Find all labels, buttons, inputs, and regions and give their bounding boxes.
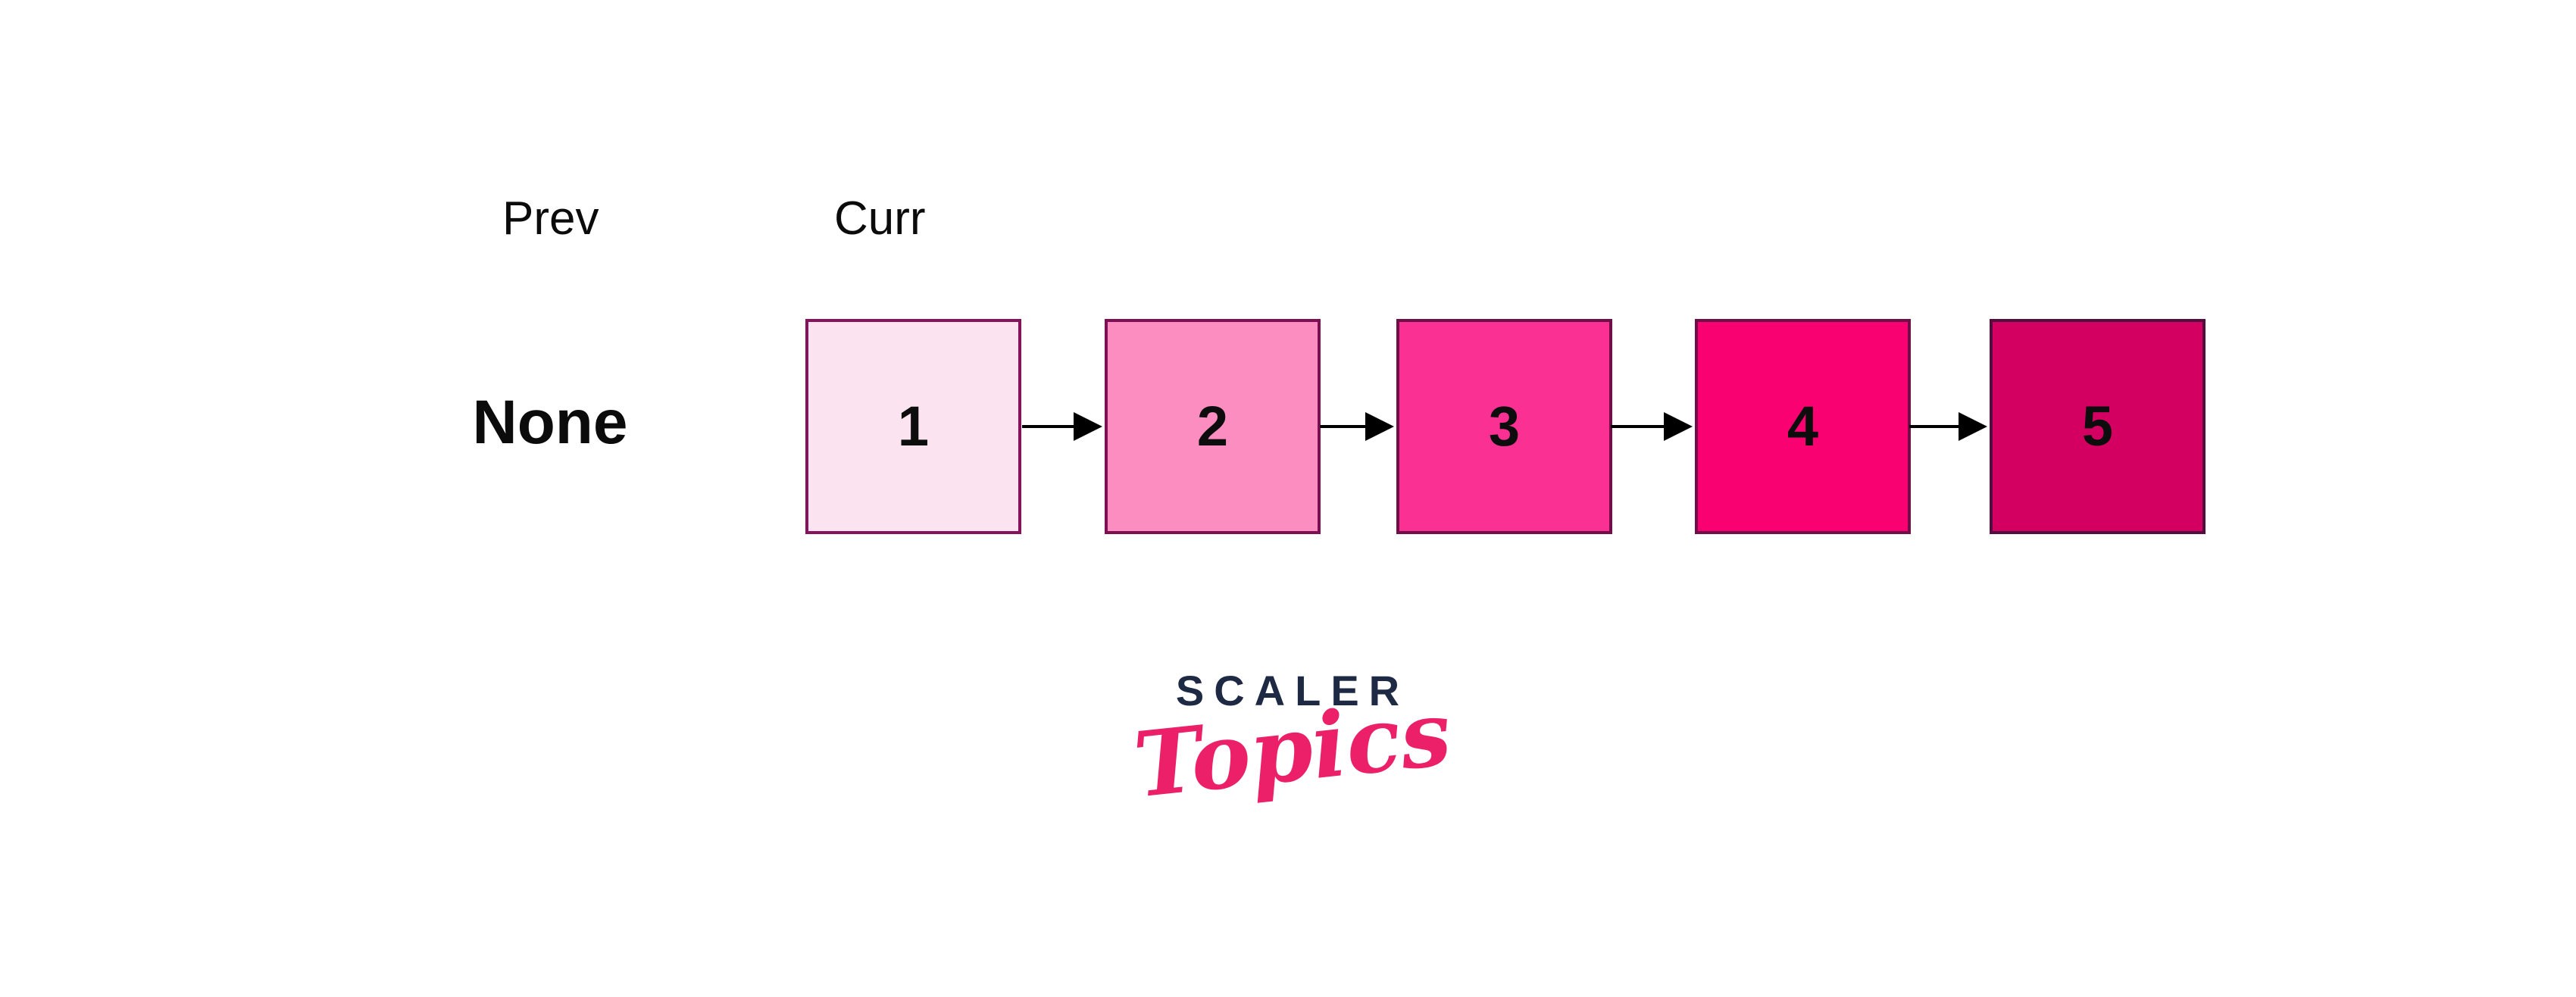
arrow-shaft (1611, 425, 1668, 428)
logo-brand-text: SCALER (1175, 667, 1410, 714)
arrow-head-icon (1664, 412, 1693, 441)
list-node-1: 1 (805, 319, 1021, 534)
arrow-head-icon (1365, 412, 1394, 441)
curr-pointer-label: Curr (834, 192, 926, 245)
node-value: 5 (2081, 395, 2114, 458)
arrow-shaft (1909, 425, 1963, 428)
arrow-head-icon (1074, 412, 1102, 441)
arrow-head-icon (1959, 412, 1987, 441)
node-value: 1 (897, 395, 930, 458)
node-value: 3 (1488, 395, 1521, 458)
scaler-topics-logo: SCALER Topics (1130, 667, 1456, 818)
node-value: 4 (1787, 395, 1819, 458)
node-value: 2 (1196, 395, 1229, 458)
arrow-shaft (1022, 425, 1078, 428)
list-node-2: 2 (1105, 319, 1321, 534)
list-node-4: 4 (1695, 319, 1911, 534)
list-node-3: 3 (1396, 319, 1612, 534)
arrow-shaft (1320, 425, 1370, 428)
prev-pointer-value: None (472, 388, 628, 457)
list-node-5: 5 (1990, 319, 2206, 534)
prev-pointer-label: Prev (502, 192, 599, 245)
